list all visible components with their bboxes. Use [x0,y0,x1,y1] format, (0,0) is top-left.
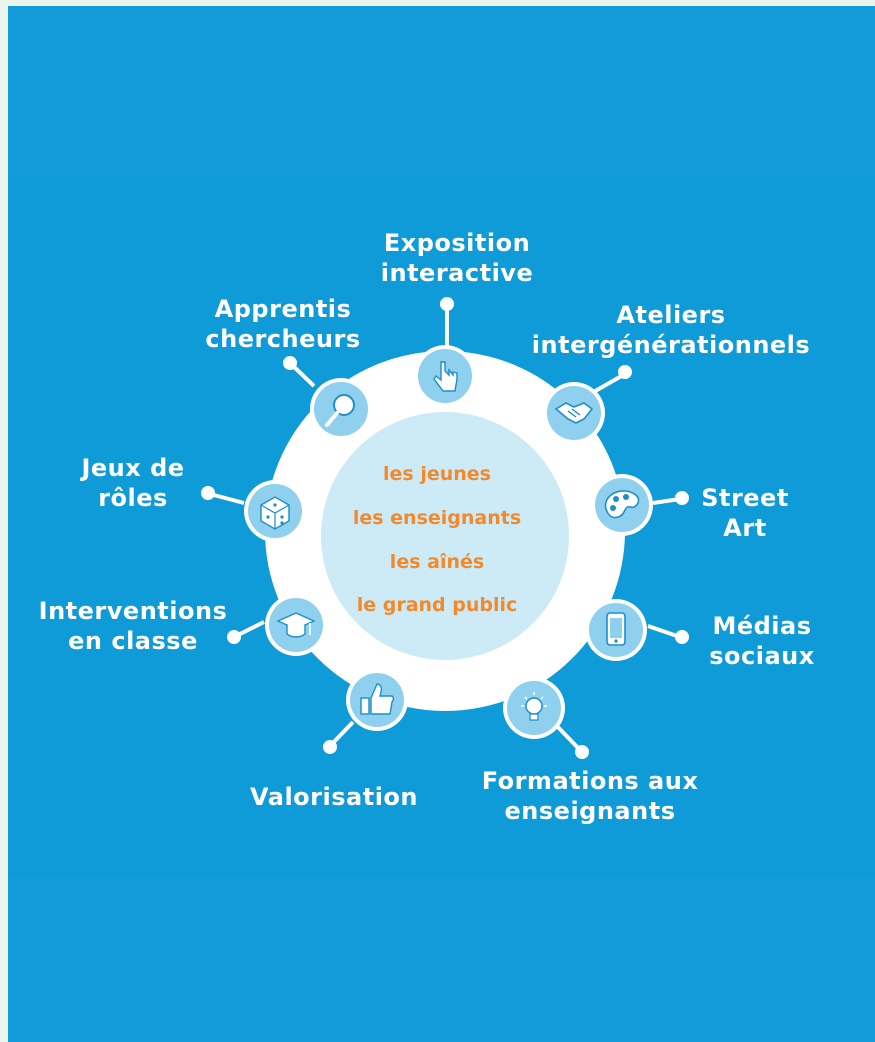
label-formations-aux-enseignants: Formations aux enseignants [481,767,699,825]
bottom-band [8,876,875,1042]
thumbs-up-icon [346,669,408,731]
smartphone-icon [585,599,647,661]
connector-dots [201,297,689,759]
dice-icon [244,480,306,542]
connector-ateliers [589,372,626,396]
palette-icon [591,474,653,536]
audience-teachers: les enseignants [352,507,522,529]
label-exposition-interactive: Exposition interactive [380,229,534,287]
audience-general-public: le grand public [356,594,518,616]
label-interventions-en-classe: Interventions en classe [38,597,228,655]
connector-jeux [209,492,245,505]
audience-elders: les aînés [389,551,485,573]
outreach-diagram [201,297,689,759]
magnifier-icon [310,378,372,440]
top-band [8,6,875,176]
label-apprentis-chercheurs: Apprentis chercheurs [205,295,361,353]
connector-interventions [235,620,265,638]
label-medias-sociaux: Médias sociaux [709,612,815,670]
label-valorisation: Valorisation [250,783,418,811]
handshake-icon [543,382,605,444]
label-jeux-de-roles: Jeux de rôles [81,454,185,512]
label-street-art: Street Art [701,484,789,542]
connector-formations [553,722,582,752]
label-ateliers-intergenerationnels: Ateliers intergénérationnels [531,301,811,359]
diagram-card: les jeunes les enseignants les aînés le … [8,6,875,1042]
connector-valorisation [329,720,355,747]
icon-circles [244,345,653,739]
lightbulb-icon [503,677,565,739]
audience-disc [321,412,569,660]
audience-youth: les jeunes [383,463,491,485]
connector-medias [647,624,681,639]
pointer-hand-icon [414,345,476,407]
graduation-cap-icon [265,594,327,656]
